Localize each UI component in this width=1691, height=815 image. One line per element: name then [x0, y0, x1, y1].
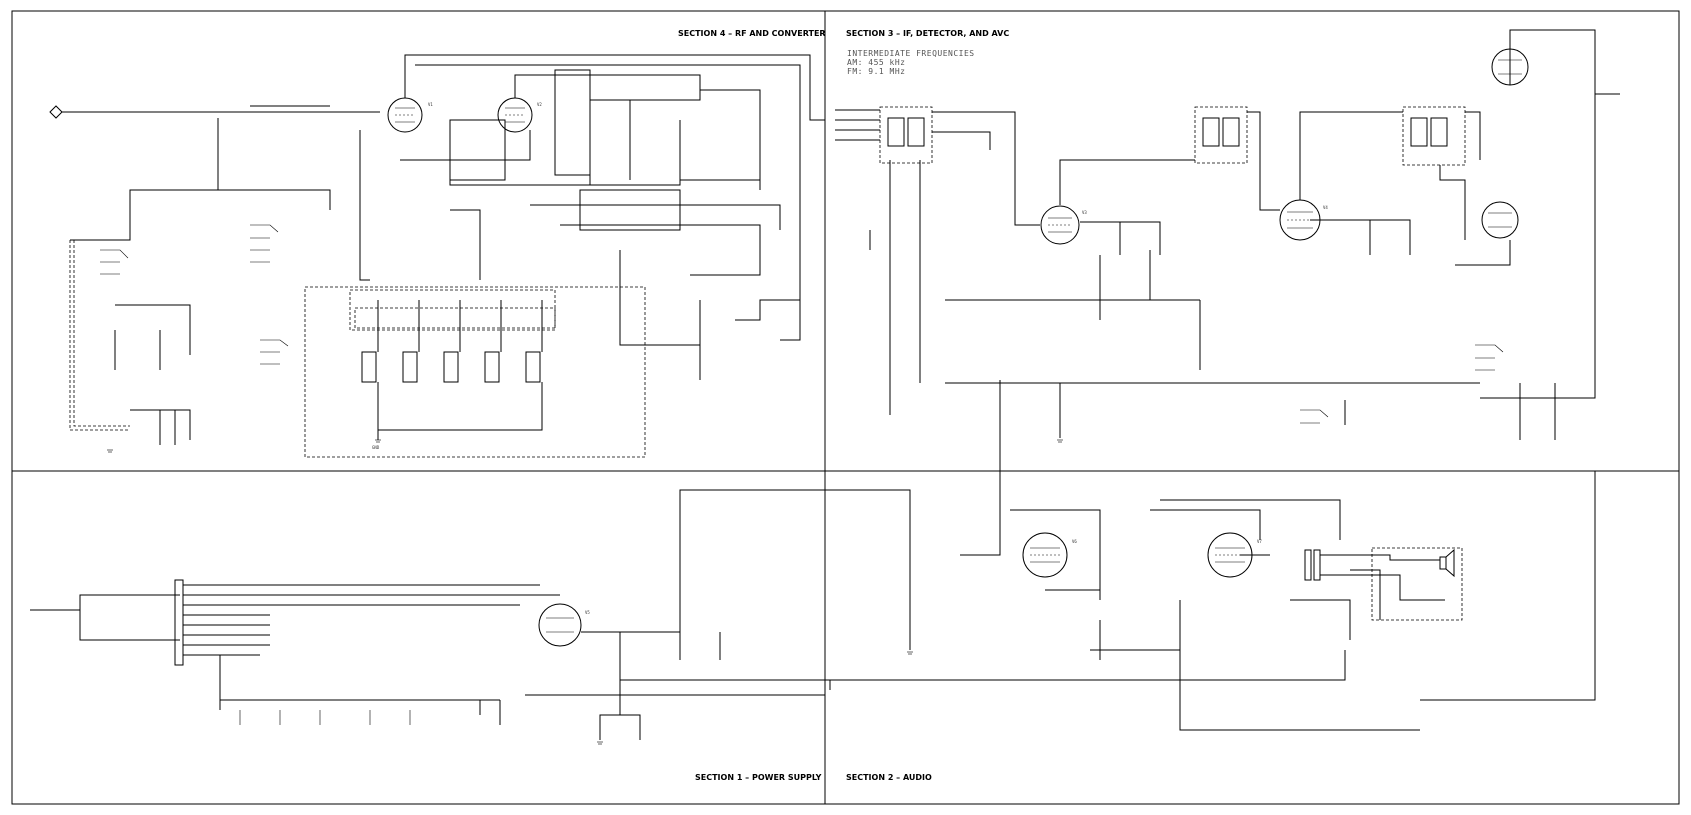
section-4-rf-converter: V1 V2: [49, 54, 825, 458]
ground-symbol-icon: [107, 439, 1063, 745]
vacuum-tube-icon: [538, 603, 582, 647]
vacuum-tube-icon: [1279, 199, 1321, 241]
tube-v7-label: V7: [1257, 539, 1262, 544]
if-transformer-1: [879, 106, 933, 164]
transformer-icon: [1304, 549, 1312, 581]
tube-v3-label: V3: [1082, 210, 1087, 215]
section-1-power-supply: V5: [30, 489, 831, 740]
vacuum-tube-icon: [1040, 205, 1080, 245]
drawing-frame: [11, 10, 1680, 805]
tube-v1-label: V1: [428, 102, 433, 107]
section-2-title: SECTION 2 – AUDIO: [846, 773, 932, 782]
vacuum-tube-icon: [497, 97, 533, 133]
section-3-if-detector-avc: V3 V4: [835, 29, 1620, 440]
if-note-am: AM: 455 kHz: [847, 58, 905, 67]
section-3-title: SECTION 3 – IF, DETECTOR, AND AVC: [846, 29, 1009, 38]
antenna-terminal-icon: [49, 105, 90, 119]
if-transformer-2: [1194, 106, 1248, 164]
vacuum-tube-icon: [1207, 532, 1253, 578]
section-2-audio: V6 V7: [825, 380, 1596, 731]
if-note-heading: INTERMEDIATE FREQUENCIES: [847, 49, 975, 58]
section-4-title: SECTION 4 – RF AND CONVERTER: [678, 29, 826, 38]
vacuum-tube-icon: [387, 97, 423, 133]
tube-v2-label: V2: [537, 102, 542, 107]
tube-v6-label: V6: [1072, 539, 1077, 544]
if-transformer-3: [1402, 106, 1466, 166]
tube-v4-label: V4: [1323, 205, 1328, 210]
vacuum-tube-icon: [1491, 48, 1529, 86]
vacuum-tube-icon: [1022, 532, 1068, 578]
speaker-icon: [1439, 548, 1455, 578]
section-1-title: SECTION 1 – POWER SUPPLY: [695, 773, 822, 782]
tuning-gang-enclosure: [304, 286, 646, 458]
tube-v5-label: V5: [585, 610, 590, 615]
if-note-fm: FM: 9.1 MHz: [847, 67, 905, 76]
ground-label: GND: [372, 445, 380, 450]
speaker-enclosure: [1371, 547, 1463, 621]
vacuum-tube-icon: [1481, 201, 1519, 239]
trimmer-bank: [361, 300, 543, 440]
transformer-icon: [174, 579, 184, 666]
